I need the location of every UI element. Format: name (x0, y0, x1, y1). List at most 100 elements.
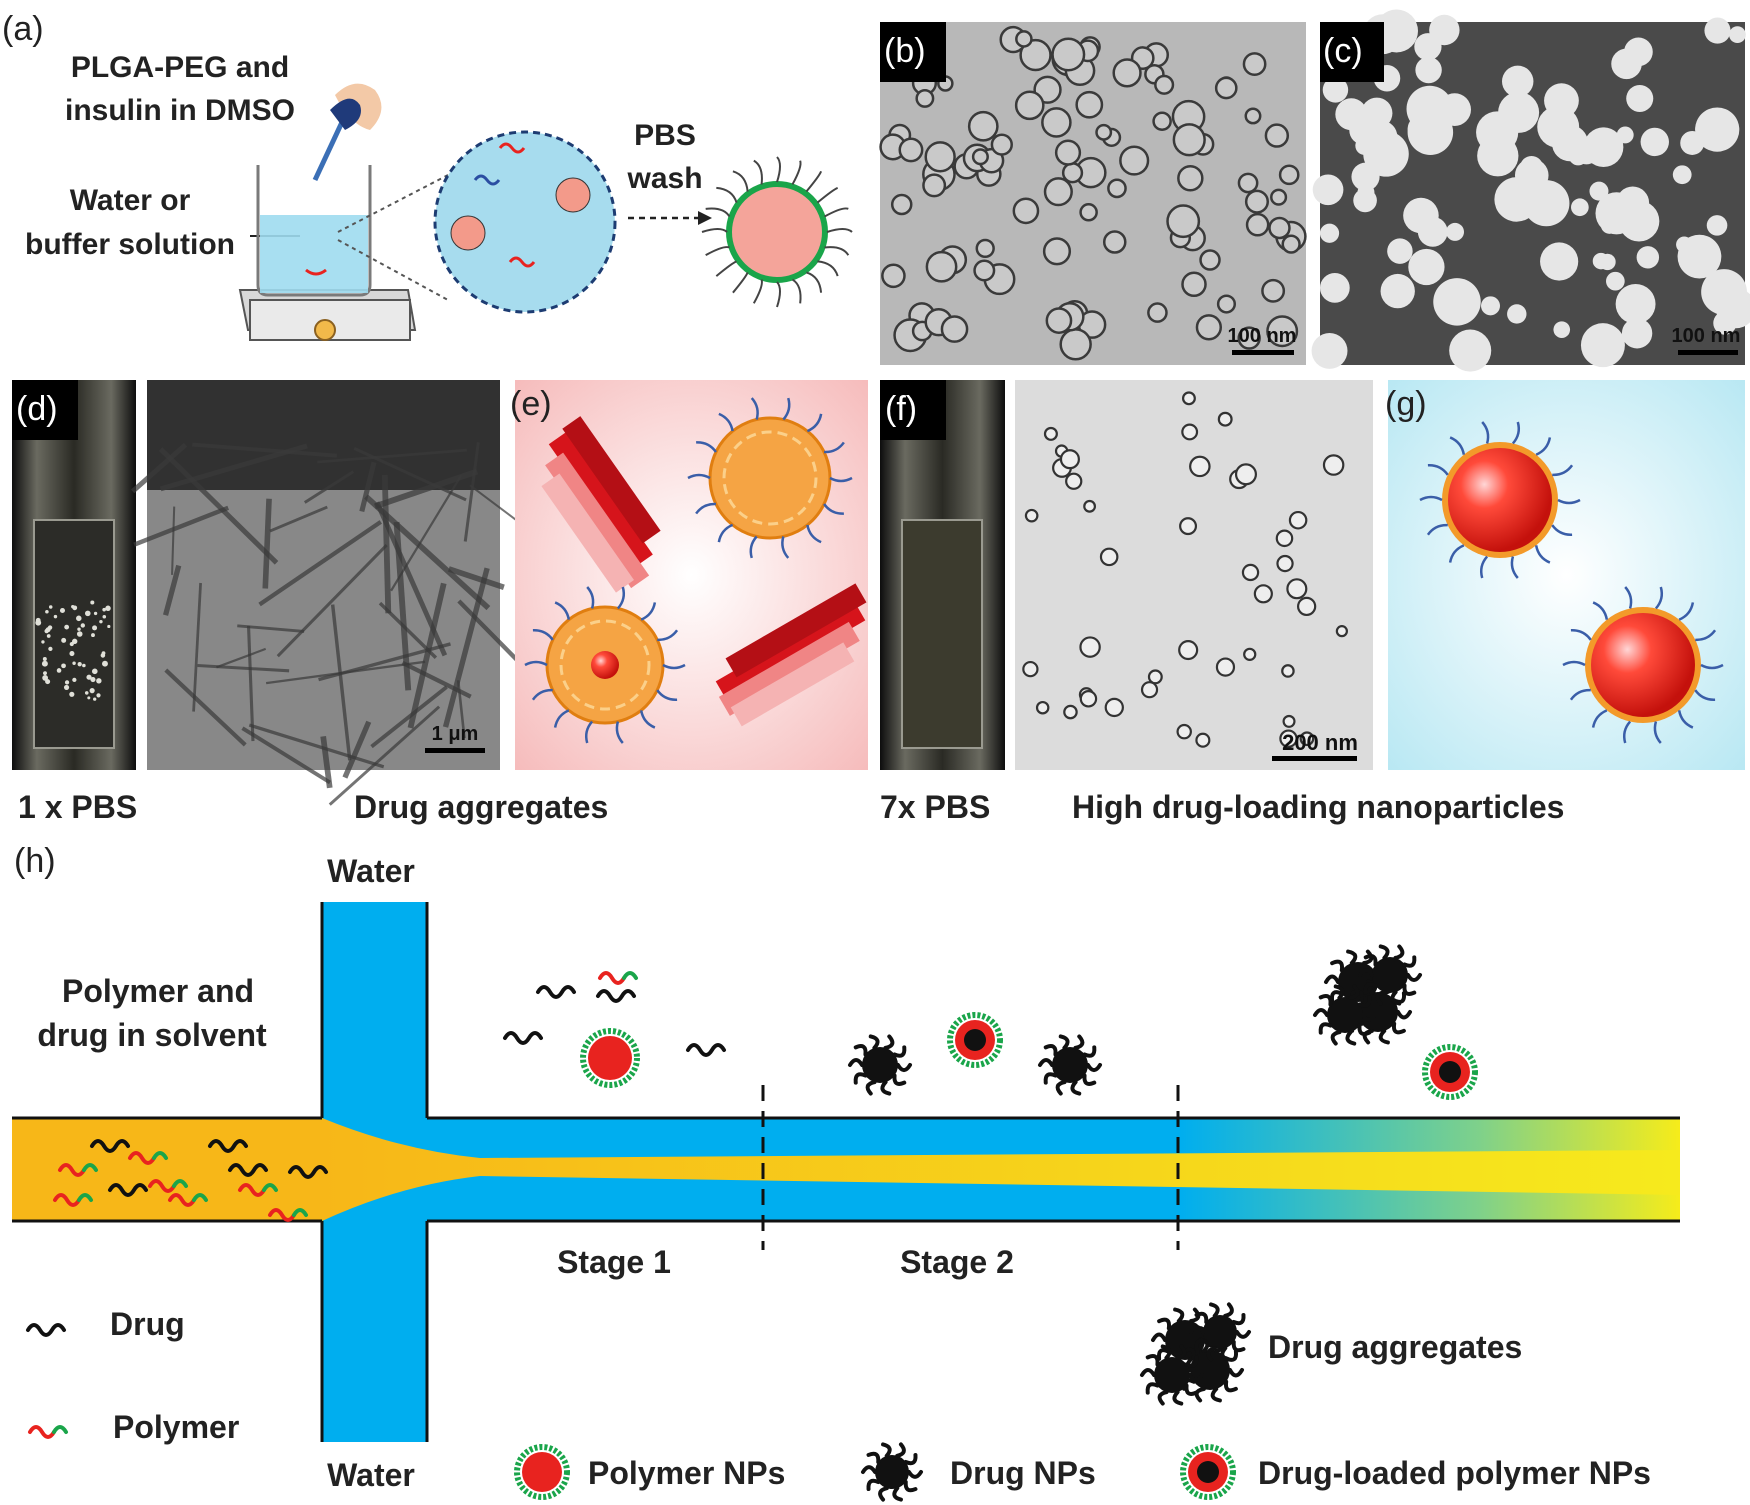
np-core (1372, 957, 1408, 993)
np-arm (896, 1063, 912, 1073)
panel-d-scalebar-label: 1 μm (432, 723, 479, 745)
np-arm (1043, 1044, 1058, 1057)
peg-chain (1552, 464, 1574, 477)
drug-aggregates-legend-icon (1140, 1344, 1204, 1406)
needle-crystal (265, 660, 426, 685)
needle-crystal (328, 705, 441, 806)
aggregate-speck (82, 663, 86, 668)
tem-particle (1035, 700, 1050, 715)
aggregate-speck (64, 680, 70, 685)
peg-chain (662, 663, 686, 670)
np-arm (1172, 1390, 1184, 1406)
peg-chain (1449, 436, 1466, 455)
polymer-legend-icon (52, 1425, 68, 1434)
aggregate-speck (48, 605, 53, 609)
tem-particle (1335, 625, 1348, 638)
needle-crystal (197, 664, 290, 673)
np-arm (1140, 1367, 1156, 1377)
panel-d-scalebar (425, 748, 485, 753)
tem-particle (1166, 204, 1201, 239)
np-arm (1231, 1312, 1246, 1326)
tem-particle (1286, 578, 1308, 600)
np-arm (1194, 1311, 1209, 1325)
tem-particle (1147, 669, 1163, 685)
tem-particle (1501, 65, 1534, 98)
np-arm (1324, 974, 1340, 984)
tem-particle (1615, 284, 1656, 324)
np-arm (881, 1442, 892, 1458)
peg-chain (823, 503, 844, 515)
np-arm (1189, 1325, 1205, 1334)
tem-particle (1351, 162, 1380, 191)
panel-f-particles (1022, 391, 1348, 748)
caption-drug-aggregates: Drug aggregates (354, 789, 608, 825)
peg-chain (782, 397, 791, 421)
np-arm (865, 1080, 877, 1096)
aggregate-speck (64, 624, 70, 630)
drug-np-legend-icon (861, 1442, 923, 1502)
tem-particle (1054, 139, 1082, 166)
aggregate-speck (41, 640, 45, 644)
tem-particle (1624, 37, 1653, 67)
aggregate-speck (105, 605, 111, 612)
peg-chain (716, 186, 738, 203)
panel-label-d: (d) (16, 390, 58, 428)
np-shell (947, 1012, 1003, 1068)
polymer-molecule (168, 1193, 196, 1207)
np-arm (1330, 1030, 1342, 1046)
tem-particle (1154, 74, 1175, 95)
peg-chain (584, 720, 594, 744)
tem-particle (1380, 273, 1415, 309)
needle-crystal (359, 461, 377, 513)
tem-particle (1217, 411, 1233, 427)
peg-chain (781, 536, 790, 559)
np-arm (880, 1080, 892, 1096)
peg-chain (524, 660, 548, 667)
polymer-np-legend-icon (514, 1444, 570, 1500)
legend-icons (26, 1302, 1251, 1502)
panel-d-label-box (12, 380, 78, 440)
drug-loaded-np-legend-icon (1180, 1444, 1236, 1500)
polymer-molecule (262, 1183, 278, 1192)
np-shell (580, 1028, 640, 1088)
tem-particle (1043, 426, 1058, 441)
tem-particle (1243, 647, 1257, 661)
aggregate-speck (102, 660, 108, 667)
np-arm (903, 1479, 918, 1493)
np-arm (848, 1057, 864, 1067)
tem-particle (1237, 172, 1259, 194)
aggregate-speck (87, 696, 91, 700)
drug-molecule (90, 1139, 130, 1153)
peg-chain (696, 441, 717, 453)
panel-a-wash-line2: wash (626, 162, 702, 195)
panel-a-wash-line1: PBS (634, 119, 696, 152)
cuvette-d-liquid (33, 519, 115, 749)
needle-crystal (133, 505, 230, 547)
tem-particle (1592, 252, 1610, 270)
peg-chain (1534, 545, 1551, 564)
needle-crystal (158, 447, 279, 565)
tem-particle (1446, 222, 1465, 241)
peg-chain (732, 272, 749, 294)
legend-drug-label: Drug (110, 1306, 185, 1342)
needle-crystal (192, 582, 202, 712)
needle-crystal (262, 498, 272, 589)
np-arm (1396, 1010, 1412, 1020)
tem-particle (1107, 178, 1127, 199)
np-arm (1043, 1072, 1058, 1085)
tem-particle (973, 259, 996, 282)
tem-particle (1514, 158, 1549, 193)
polymer-molecule (292, 1208, 308, 1217)
tem-particle (1181, 391, 1196, 406)
panel-a-solution-line1: Water or (70, 184, 191, 217)
np-arm (892, 1486, 903, 1502)
tem-particle (1322, 454, 1345, 476)
aggregate-speck (71, 604, 75, 609)
tem-particle (1199, 249, 1221, 271)
np-arm (1082, 1073, 1097, 1086)
peg-chain (701, 228, 728, 233)
needle-crystal (407, 582, 447, 729)
aggregate-speck (56, 668, 62, 673)
legend-drug-loaded-nps-label: Drug-loaded polymer NPs (1258, 1455, 1651, 1491)
